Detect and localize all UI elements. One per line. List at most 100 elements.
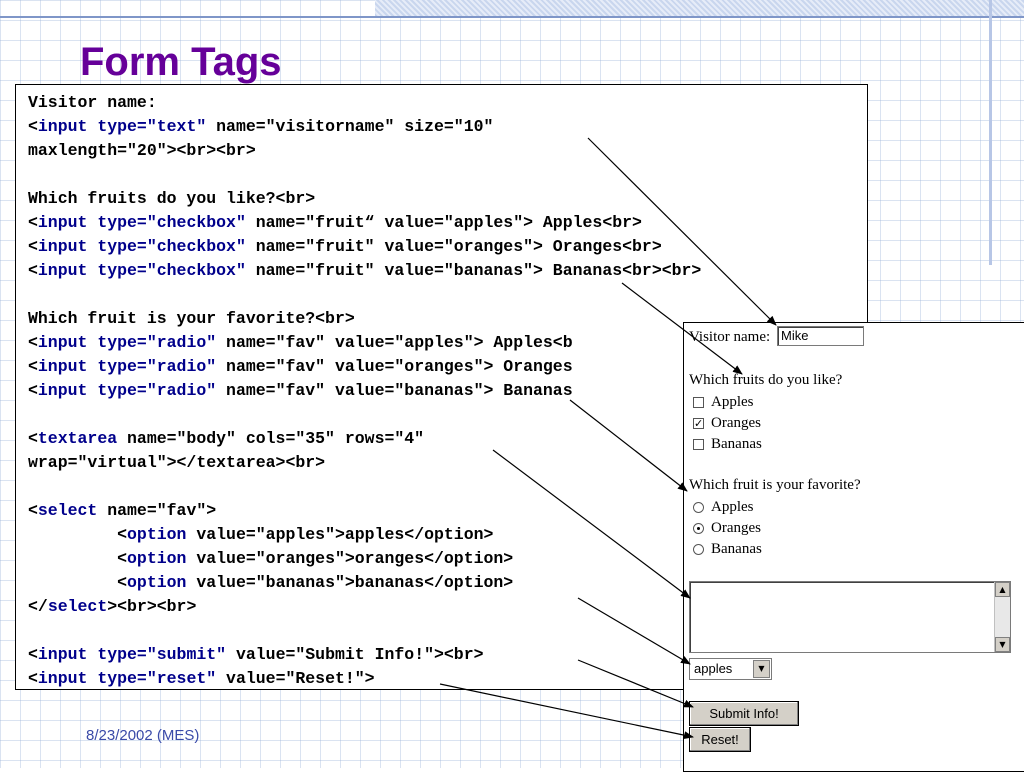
slide-title: Form Tags — [80, 40, 282, 84]
radio-label: Oranges — [711, 520, 761, 536]
code-line: Which fruit is your favorite?<br> — [28, 307, 701, 331]
code-keyword: input — [37, 117, 88, 136]
fav-select[interactable]: apples ▼ — [689, 658, 772, 680]
code-text: maxlength="20"><br><br> — [28, 141, 256, 160]
code-line: <input type="text" name="visitorname" si… — [28, 115, 701, 139]
code-text: name="fruit" value="oranges"> Oranges<br… — [245, 237, 662, 256]
code-text: Visitor name: — [28, 93, 157, 112]
code-text: value="bananas">bananas</option> — [186, 573, 514, 592]
radio-label: Bananas — [711, 541, 762, 557]
code-keyword: input — [37, 645, 88, 664]
code-keyword: select — [47, 597, 108, 616]
code-line: Visitor name: — [28, 91, 701, 115]
code-keyword: input — [37, 357, 88, 376]
checkbox-label: Oranges — [711, 415, 761, 431]
code-text: < — [28, 117, 38, 136]
code-line: <option value="oranges">oranges</option> — [28, 547, 701, 571]
radio-apples[interactable]: Apples — [693, 499, 754, 516]
checkbox-oranges[interactable]: ✓ Oranges — [693, 415, 761, 432]
code-keyword: input — [37, 237, 88, 256]
fruits-question: Which fruits do you like? — [689, 372, 843, 388]
code-text: value="oranges">oranges</option> — [186, 549, 514, 568]
code-text: name="fav" value="bananas"> Bananas — [216, 381, 573, 400]
code-keyword: input — [37, 261, 88, 280]
arrow-text-input — [587, 137, 777, 326]
code-line: wrap="virtual"></textarea><br> — [28, 451, 701, 475]
decorative-stripe — [989, 0, 992, 265]
textarea-scrollbar[interactable]: ▲ ▼ — [994, 582, 1010, 652]
reset-button[interactable]: Reset! — [689, 727, 751, 752]
code-keyword: type="radio" — [97, 333, 217, 352]
code-text: < — [28, 429, 38, 448]
radio-oranges[interactable]: Oranges — [693, 520, 761, 537]
checkbox-icon[interactable]: ✓ — [693, 417, 704, 430]
code-line: <option value="apples">apples</option> — [28, 523, 701, 547]
code-keyword: type="reset" — [97, 669, 217, 688]
code-text: name="fav" value="oranges"> Oranges — [216, 357, 573, 376]
radio-bananas[interactable]: Bananas — [693, 541, 762, 558]
arrow-select — [577, 597, 691, 665]
code-keyword: type="radio" — [97, 381, 217, 400]
code-text: wrap="virtual"></textarea><br> — [28, 453, 326, 472]
code-text: < — [28, 381, 38, 400]
favorite-question: Which fruit is your favorite? — [689, 477, 861, 493]
code-line: <input type="radio" name="fav" value="ba… — [28, 379, 701, 403]
checkbox-icon[interactable] — [693, 397, 704, 408]
code-text: < — [28, 525, 128, 544]
code-text: < — [28, 669, 38, 688]
code-text: < — [28, 645, 38, 664]
code-keyword: type="checkbox" — [97, 213, 246, 232]
code-line: <input type="checkbox" name="fruit“ valu… — [28, 211, 701, 235]
code-keyword: option — [127, 525, 187, 544]
header-rule — [0, 16, 1024, 18]
code-line: <input type="radio" name="fav" value="or… — [28, 355, 701, 379]
code-keyword: select — [37, 501, 98, 520]
code-text: < — [28, 549, 128, 568]
code-line: </select><br><br> — [28, 595, 701, 619]
arrow-textarea — [492, 449, 691, 599]
code-text: Which fruits do you like?<br> — [28, 189, 316, 208]
checkbox-apples[interactable]: Apples — [693, 394, 754, 411]
scroll-up-icon[interactable]: ▲ — [995, 582, 1010, 597]
code-text: value="apples">apples</option> — [186, 525, 494, 544]
select-value: apples — [694, 661, 733, 676]
code-text: name="fav" value="apples"> Apples<b — [216, 333, 573, 352]
form-preview: Visitor name: Mike Which fruits do you l… — [683, 322, 1024, 772]
code-line: Which fruits do you like?<br> — [28, 187, 701, 211]
code-keyword: type="checkbox" — [97, 261, 246, 280]
dropdown-arrow-icon[interactable]: ▼ — [753, 660, 770, 678]
code-text: value="Submit Info!"><br> — [226, 645, 484, 664]
code-keyword: input — [37, 669, 88, 688]
code-line: <input type="checkbox" name="fruit" valu… — [28, 259, 701, 283]
code-text: value="Reset!"> — [216, 669, 375, 688]
code-text: name="fruit" value="bananas"> Bananas<br… — [245, 261, 702, 280]
code-line: <select name="fav"> — [28, 499, 701, 523]
radio-icon[interactable] — [693, 523, 704, 534]
code-keyword: input — [37, 213, 88, 232]
code-text: < — [28, 333, 38, 352]
code-keyword: type="text" — [97, 117, 207, 136]
arrow-checkbox — [621, 282, 743, 375]
radio-icon[interactable] — [693, 502, 704, 513]
arrow-submit — [577, 659, 694, 708]
code-text: name="fav"> — [97, 501, 217, 520]
checkbox-icon[interactable] — [693, 439, 704, 450]
checkbox-bananas[interactable]: Bananas — [693, 436, 762, 453]
code-block: Visitor name:<input type="text" name="vi… — [28, 91, 701, 691]
arrow-radio — [569, 399, 688, 492]
code-keyword: input — [37, 381, 88, 400]
code-text: < — [28, 237, 38, 256]
scroll-down-icon[interactable]: ▼ — [995, 637, 1010, 652]
code-keyword: input — [37, 333, 88, 352]
code-keyword: type="submit" — [97, 645, 227, 664]
code-text: name="visitorname" size="10" — [206, 117, 494, 136]
code-line: maxlength="20"><br><br> — [28, 139, 701, 163]
code-line: <input type="radio" name="fav" value="ap… — [28, 331, 701, 355]
visitor-name-input[interactable]: Mike — [777, 326, 864, 346]
submit-button[interactable]: Submit Info! — [689, 701, 799, 726]
code-text: Which fruit is your favorite?<br> — [28, 309, 355, 328]
radio-icon[interactable] — [693, 544, 704, 555]
code-text: < — [28, 501, 38, 520]
body-textarea[interactable]: ▲ ▼ — [689, 581, 1011, 653]
radio-label: Apples — [711, 499, 754, 515]
